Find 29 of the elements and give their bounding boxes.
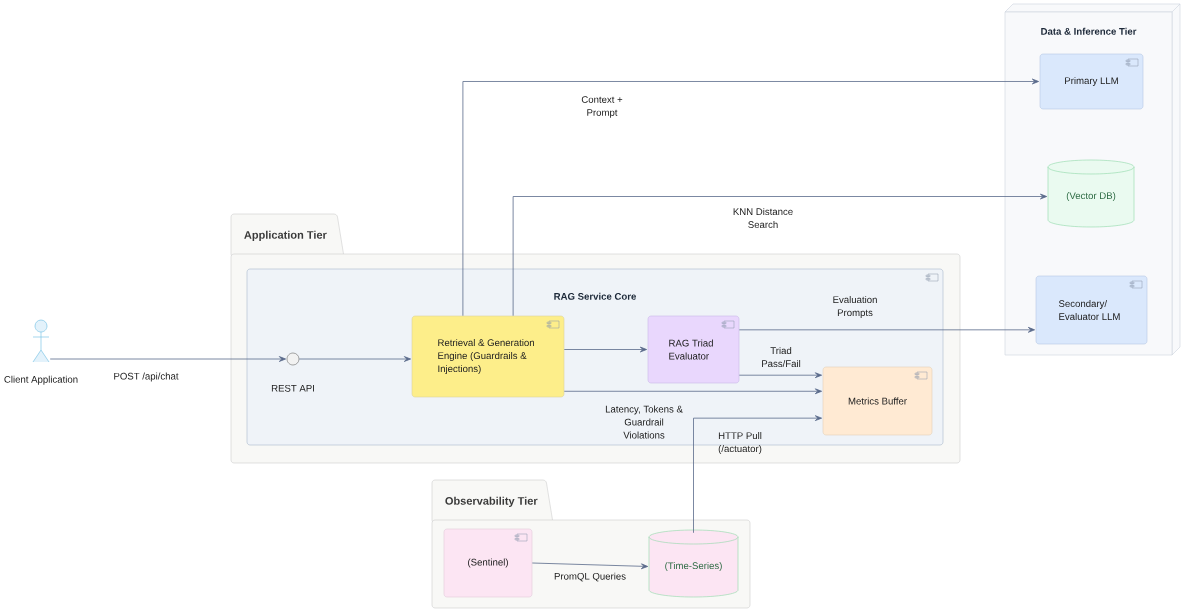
arrow: [462, 78, 1039, 317]
component-box: Secondary/ Evaluator LLM: [1035, 275, 1148, 345]
node-label: Application Tier: [244, 230, 327, 241]
arrow: [298, 356, 411, 362]
component-box: RAG Triad Evaluator: [647, 315, 740, 384]
node-label: Observability Tier: [445, 496, 538, 507]
component-box: Primary LLM: [1039, 53, 1144, 110]
edge-label: PromQL Queries: [554, 572, 626, 582]
arrow: [563, 388, 822, 395]
edge-label: Latency, Tokens & Guardrail Violations: [605, 405, 683, 439]
arrow: [738, 326, 1035, 333]
component-box: (Sentinel): [443, 528, 533, 598]
arrow: [738, 372, 822, 379]
arrow: [531, 562, 649, 570]
database-cylinder: (Vector DB): [1047, 159, 1135, 228]
arrow: [49, 356, 286, 362]
arrow: [563, 346, 647, 353]
edge-label: Context + Prompt: [581, 96, 623, 118]
node-label: REST API: [271, 384, 314, 392]
component-box: Retrieval & Generation Engine (Guardrails & Injections): [411, 315, 565, 398]
actor-figure: Client Application: [4, 319, 78, 385]
edge-label: HTTP Pull (/actuator): [718, 432, 762, 454]
arrow: [693, 415, 822, 534]
edge-label: Triad Pass/Fail: [762, 347, 801, 368]
database-cylinder: (Time-Series): [648, 529, 739, 598]
component-box: Metrics Buffer: [822, 366, 933, 436]
edge-label: Evaluation Prompts: [833, 296, 877, 318]
arrow: [512, 193, 1048, 317]
edge-label: POST /api/chat: [114, 372, 179, 382]
